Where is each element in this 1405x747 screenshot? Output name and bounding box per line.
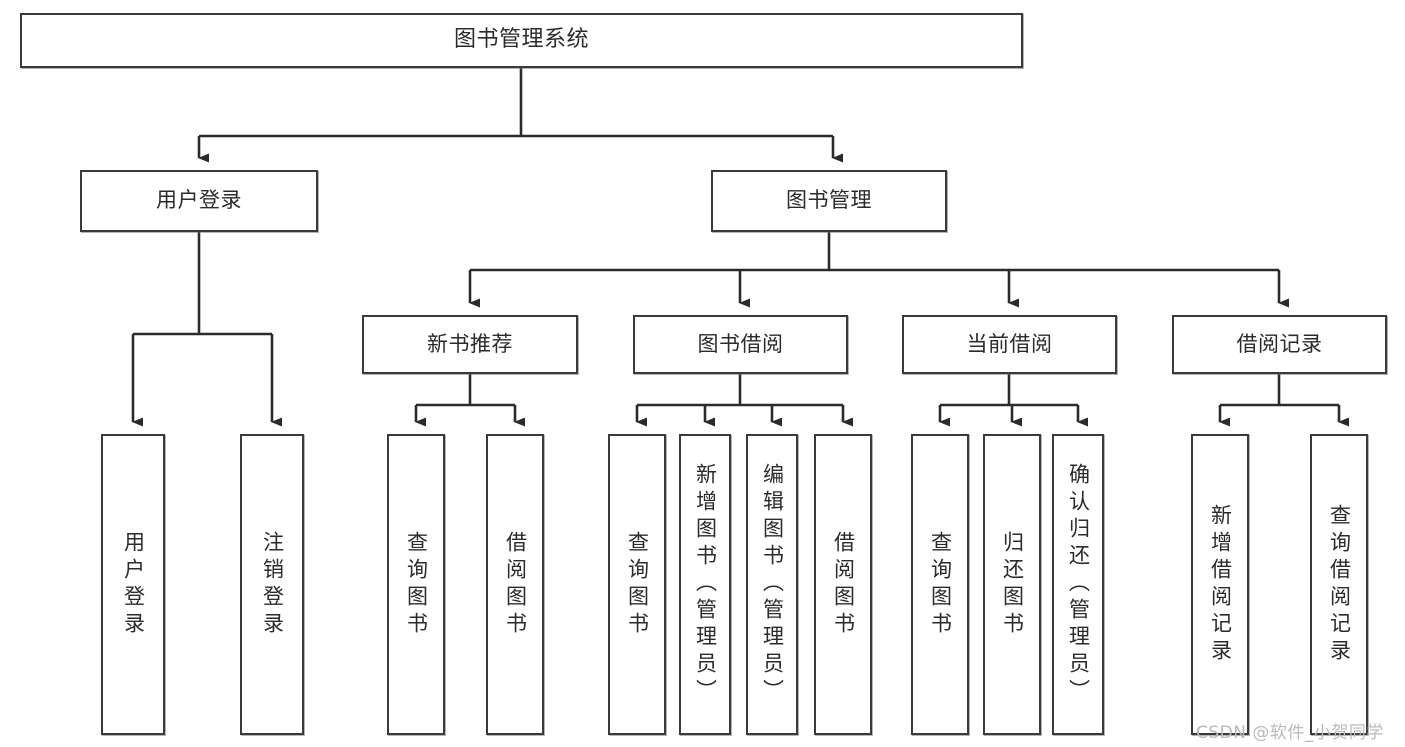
node-borrow-record[interactable]: 借阅记录 (1172, 315, 1387, 374)
node-label: 新书推荐 (427, 331, 513, 356)
node-label: 图书管理系统 (453, 27, 589, 53)
node-book-manage[interactable]: 图书管理 (711, 170, 947, 232)
leaf-add-book-admin[interactable]: 新增图书（管理员） (679, 434, 731, 735)
leaf-query-book-recommend[interactable]: 查询图书 (387, 434, 445, 735)
node-label: 图书管理 (786, 188, 872, 213)
node-label: 借阅记录 (1236, 331, 1323, 356)
node-label: 查询借阅记录 (1327, 503, 1352, 666)
leaf-user-login[interactable]: 用户登录 (101, 434, 165, 735)
node-label: 用户登录 (156, 188, 242, 213)
node-user-login[interactable]: 用户登录 (80, 170, 318, 232)
leaf-borrow-book-recommend[interactable]: 借阅图书 (486, 434, 544, 735)
leaf-edit-book-admin[interactable]: 编辑图书（管理员） (746, 434, 798, 735)
node-label: 当前借阅 (966, 331, 1053, 356)
leaf-return-book[interactable]: 归还图书 (983, 434, 1041, 735)
leaf-borrow-book[interactable]: 借阅图书 (814, 434, 872, 735)
node-root-system[interactable]: 图书管理系统 (20, 13, 1023, 68)
node-label: 用户登录 (121, 530, 146, 639)
node-label: 查询图书 (928, 530, 953, 639)
node-label: 新增借阅记录 (1208, 503, 1233, 666)
node-label: 查询图书 (404, 530, 429, 639)
node-label: 确认归还（管理员） (1066, 463, 1091, 706)
node-label: 借阅图书 (831, 530, 856, 639)
node-label: 归还图书 (1000, 530, 1025, 639)
node-new-book-recommend[interactable]: 新书推荐 (362, 315, 578, 374)
csdn-watermark: CSDN @软件_小贺同学 (1196, 723, 1384, 743)
node-label: 注销登录 (260, 530, 285, 639)
node-book-borrow[interactable]: 图书借阅 (633, 315, 848, 374)
leaf-query-borrow-record[interactable]: 查询借阅记录 (1310, 434, 1368, 735)
leaf-add-borrow-record[interactable]: 新增借阅记录 (1191, 434, 1249, 735)
leaf-logout-login[interactable]: 注销登录 (240, 434, 304, 735)
leaf-confirm-return-admin[interactable]: 确认归还（管理员） (1052, 434, 1104, 735)
node-label: 新增图书（管理员） (693, 463, 718, 706)
node-current-borrow[interactable]: 当前借阅 (902, 315, 1117, 374)
node-label: 借阅图书 (503, 530, 528, 639)
leaf-query-book-current[interactable]: 查询图书 (911, 434, 969, 735)
node-label: 查询图书 (625, 530, 650, 639)
leaf-query-book-borrow[interactable]: 查询图书 (608, 434, 666, 735)
node-label: 图书借阅 (697, 331, 784, 356)
node-label: 编辑图书（管理员） (760, 463, 785, 706)
